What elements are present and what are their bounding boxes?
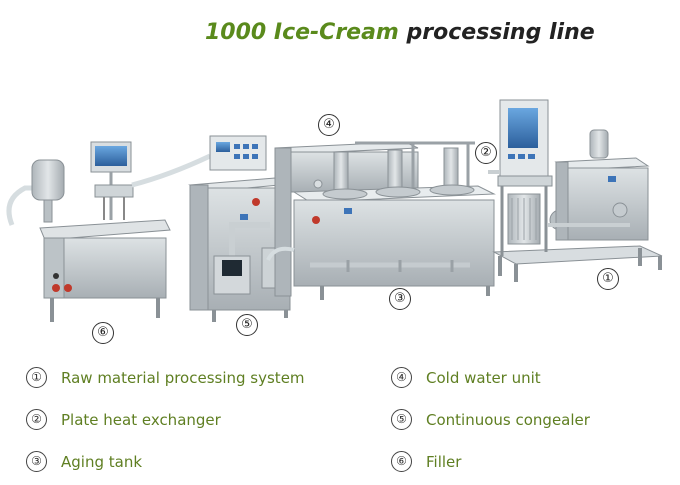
legend-number: ③ xyxy=(26,451,47,472)
legend-number: ⑤ xyxy=(391,409,412,430)
callout-3: ③ xyxy=(389,288,411,310)
legend-item-6: ⑥ Filler xyxy=(391,451,461,472)
legend-label: Continuous congealer xyxy=(426,410,590,429)
legend-number: ② xyxy=(26,409,47,430)
aging-tank-and-cold-water-unit xyxy=(266,141,496,300)
raw-material-system-and-heat-exchanger xyxy=(488,99,663,282)
legend-label: Filler xyxy=(426,452,462,471)
legend-item-4: ④ Cold water unit xyxy=(391,367,541,388)
legend-label: Aging tank xyxy=(61,452,143,471)
processing-line-illustration xyxy=(6,99,663,322)
title-part-dark: processing line xyxy=(406,20,595,45)
title-part-green: 1000 Ice-Cream xyxy=(205,20,399,45)
legend-item-3: ③ Aging tank xyxy=(26,451,142,472)
filler-machine xyxy=(6,141,212,322)
legend-item-2: ② Plate heat exchanger xyxy=(26,409,221,430)
callout-2: ② xyxy=(475,142,497,164)
callout-1: ① xyxy=(597,268,619,290)
legend-number: ① xyxy=(26,367,47,388)
legend-label: Cold water unit xyxy=(426,368,541,387)
legend-number: ④ xyxy=(391,367,412,388)
callout-6: ⑥ xyxy=(92,322,114,344)
legend-number: ⑥ xyxy=(391,451,412,472)
legend-item-1: ① Raw material processing system xyxy=(26,367,305,388)
legend-item-5: ⑤ Continuous congealer xyxy=(391,409,590,430)
legend-label: Plate heat exchanger xyxy=(61,410,221,429)
callout-5: ⑤ xyxy=(236,314,258,336)
callout-4: ④ xyxy=(318,114,340,136)
legend-label: Raw material processing system xyxy=(61,368,305,387)
page-title: 1000 Ice-Cream processing line xyxy=(205,20,595,45)
legend: ① Raw material processing system ② Plate… xyxy=(0,362,680,482)
